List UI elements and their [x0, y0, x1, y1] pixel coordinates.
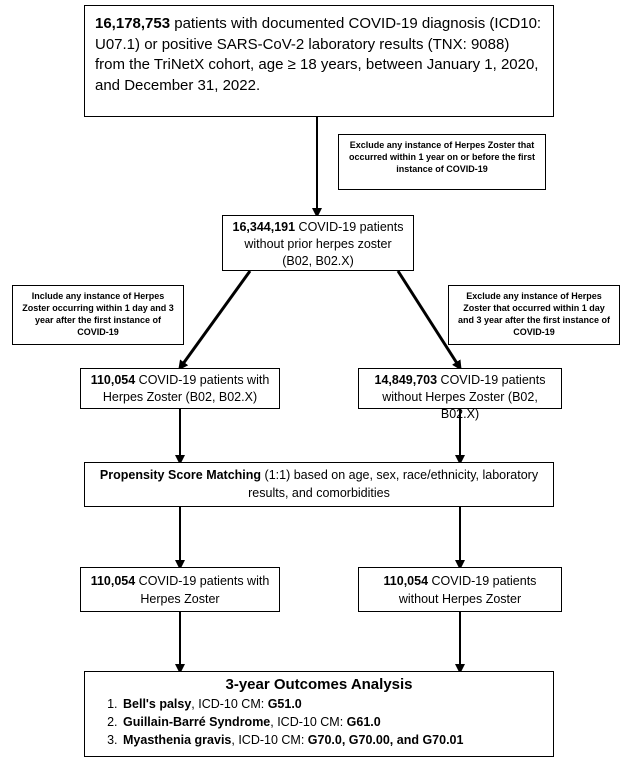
outcome-code: G51.0: [267, 697, 302, 711]
outcome-code: G61.0: [346, 715, 381, 730]
outcome-name: Bell's palsy: [123, 697, 192, 711]
psm-title: Propensity Score Matching: [99, 468, 262, 482]
arrow-prior-to-no-hz: [396, 270, 462, 371]
cohort-count: 16,178,753: [95, 15, 171, 32]
hz-description: COVID-19 patients with Herpes Zoster (B0…: [102, 373, 270, 404]
outcome-code-label: , ICD-10 CM:: [191, 697, 268, 711]
arrow-prior-to-hz: [178, 270, 252, 371]
no-hz-count: 14,849,703: [374, 373, 438, 387]
outcome-item: Myasthenia gravis, ICD-10 CM: G70.0, G70…: [121, 731, 543, 749]
outcome-code: G70.0, G70.00, and G70.01: [307, 733, 464, 748]
hz-box: 110,054 COVID-19 patients with Herpes Zo…: [80, 368, 280, 409]
cohort-description: patients with documented COVID-19 diagno…: [95, 15, 542, 95]
matched-hz-count: 110,054: [90, 574, 136, 588]
outcomes-box: 3-year Outcomes Analysis Bell's palsy, I…: [84, 671, 554, 757]
cohort-box: 16,178,753 patients with documented COVI…: [84, 5, 554, 117]
outcome-item: Guillain-Barré Syndrome, ICD-10 CM: G61.…: [121, 713, 543, 731]
no-prior-hz-description: COVID-19 patients without prior herpes z…: [244, 220, 404, 268]
matched-no-hz-count: 110,054: [383, 574, 429, 588]
outcome-name: Guillain-Barré Syndrome: [123, 715, 271, 730]
exclude-prior-note: Exclude any instance of Herpes Zoster th…: [338, 134, 546, 190]
outcome-item: Bell's palsy, ICD-10 CM: G51.0: [121, 695, 543, 713]
matched-hz-description: COVID-19 patients with Herpes Zoster: [135, 574, 270, 606]
matched-no-hz-box: 110,054 COVID-19 patients without Herpes…: [358, 567, 562, 612]
outcome-code-label: , ICD-10 CM:: [270, 715, 347, 730]
no-prior-hz-box: 16,344,191 COVID-19 patients without pri…: [222, 215, 414, 271]
matched-hz-box: 110,054 COVID-19 patients with Herpes Zo…: [80, 567, 280, 612]
no-hz-description: COVID-19 patients without Herpes Zoster …: [382, 373, 546, 421]
psm-description: (1:1) based on age, sex, race/ethnicity,…: [248, 468, 539, 500]
outcome-name: Myasthenia gravis: [123, 733, 232, 748]
exclude-after-note: Exclude any instance of Herpes Zoster th…: [448, 285, 620, 345]
outcome-code-label: , ICD-10 CM:: [231, 733, 308, 748]
psm-box: Propensity Score Matching (1:1) based on…: [84, 462, 554, 507]
no-hz-box: 14,849,703 COVID-19 patients without Her…: [358, 368, 562, 421]
matched-no-hz-description: COVID-19 patients without Herpes Zoster: [398, 574, 537, 606]
outcomes-title: 3-year Outcomes Analysis: [225, 676, 413, 693]
outcomes-list: Bell's palsy, ICD-10 CM: G51.0 Guillain-…: [95, 695, 543, 749]
include-note: Include any instance of Herpes Zoster oc…: [12, 285, 184, 345]
no-prior-hz-count: 16,344,191: [232, 220, 296, 234]
hz-count: 110,054: [90, 373, 136, 387]
